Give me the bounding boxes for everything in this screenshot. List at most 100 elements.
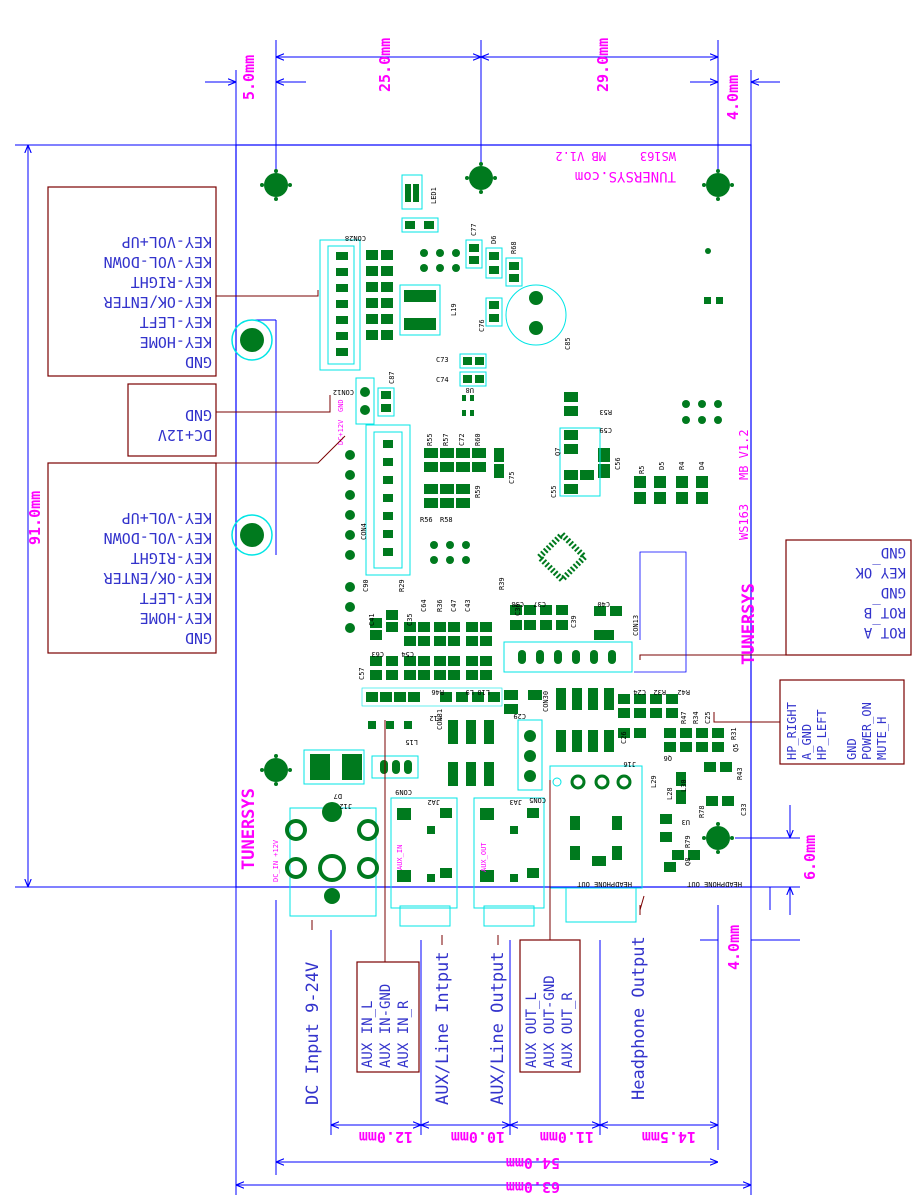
aux-out-0: AUX OUT_L bbox=[524, 992, 540, 1068]
keys-top-5: KEY-HOME bbox=[140, 333, 212, 351]
label-c56: C56 bbox=[614, 457, 622, 470]
callout-keys-bottom bbox=[47, 462, 217, 654]
keys-top-0: KEY-VOL+UP bbox=[122, 233, 212, 251]
callout-keys-top bbox=[47, 186, 217, 377]
label-q6: Q6 bbox=[664, 754, 672, 762]
label-r29: R29 bbox=[398, 579, 406, 592]
label-ja3: JA3 bbox=[509, 798, 522, 806]
label-d6: D6 bbox=[490, 236, 498, 244]
label-c73: C73 bbox=[436, 356, 449, 364]
hp-ctrl-5: MUTE_H bbox=[875, 717, 889, 760]
aux-in-0: AUX IN_L bbox=[360, 1001, 376, 1068]
label-con5: CON5 bbox=[529, 796, 546, 804]
label-hp-out-1: HEADPHONE OUT bbox=[576, 880, 632, 888]
label-c41: C41 bbox=[368, 613, 376, 626]
label-c39: C39 bbox=[570, 615, 578, 628]
port-aux-line-input: AUX/Line Intput bbox=[433, 951, 453, 1105]
dim-bottom-10: 10.0mm bbox=[451, 1128, 505, 1146]
label-r79: R79 bbox=[684, 835, 692, 848]
dim-bottom-54: 54.0mm bbox=[506, 1154, 560, 1172]
label-r43: R43 bbox=[736, 767, 744, 780]
keys-bottom-5: KEY-HOME bbox=[140, 609, 212, 627]
label-r47: R47 bbox=[680, 711, 688, 724]
label-d5: D5 bbox=[658, 462, 666, 470]
label-u3: U3 bbox=[682, 818, 690, 826]
callout-rotary bbox=[785, 539, 912, 656]
label-l28: L28 bbox=[666, 787, 674, 800]
components bbox=[285, 174, 734, 927]
pcb-outline bbox=[235, 144, 752, 888]
label-dc12: DC+12V bbox=[337, 419, 345, 445]
rotary-2: GND bbox=[881, 584, 906, 600]
label-q5: Q5 bbox=[732, 744, 740, 752]
label-c40: C40 bbox=[597, 600, 610, 608]
label-con13: CON13 bbox=[632, 615, 640, 636]
board-version: MB V1.2 bbox=[555, 149, 606, 163]
label-hp-out-2: HEADPHONE OUT bbox=[686, 880, 742, 888]
label-dc-in: DC_IN +12V bbox=[272, 839, 280, 882]
label-r68: R68 bbox=[510, 241, 518, 254]
label-c33: C33 bbox=[740, 803, 748, 816]
hp-ctrl-2: HP_LEFT bbox=[815, 709, 829, 760]
label-con12: CON12 bbox=[333, 388, 354, 396]
label-r4: R4 bbox=[678, 462, 686, 470]
keys-bottom-6: GND bbox=[185, 629, 212, 647]
label-r60: R60 bbox=[474, 433, 482, 446]
label-c43: C43 bbox=[464, 599, 472, 612]
dim-bottom-11: 11.0mm bbox=[540, 1128, 594, 1146]
label-c59: C59 bbox=[599, 426, 612, 434]
label-r78: R78 bbox=[698, 805, 706, 818]
label-r59: R59 bbox=[474, 485, 482, 498]
port-dc-input: DC Input 9-24V bbox=[303, 962, 323, 1105]
label-r31: R31 bbox=[730, 727, 738, 740]
label-aux-in: AUX_IN bbox=[396, 845, 404, 870]
label-r32: R32 bbox=[653, 688, 666, 696]
dimension-lines bbox=[15, 40, 800, 1195]
label-c64: C64 bbox=[420, 599, 428, 612]
board-model: WS163 bbox=[640, 149, 676, 163]
label-ja2: JA2 bbox=[427, 798, 440, 806]
label-aux-out: AUX_OUT bbox=[480, 842, 488, 872]
keys-top-1: KEY-VOL-DOWN bbox=[104, 253, 212, 271]
side-slots bbox=[231, 319, 273, 556]
label-c54: C54 bbox=[401, 650, 414, 658]
dim-right-6: 6.0mm bbox=[801, 835, 819, 880]
dim-top-25: 25.0mm bbox=[376, 38, 394, 92]
label-c55: C55 bbox=[550, 485, 558, 498]
power-0: DC+12V bbox=[158, 426, 212, 444]
label-j12: J12 bbox=[339, 802, 352, 810]
label-c35: C35 bbox=[406, 613, 414, 626]
port-aux-line-output: AUX/Line Output bbox=[488, 951, 508, 1105]
label-c74: C74 bbox=[436, 376, 449, 384]
board-brand-url: TUNERSYS.com bbox=[575, 168, 676, 184]
label-c72: C72 bbox=[458, 433, 466, 446]
hp-ctrl-0: HP_RIGHT bbox=[785, 702, 799, 760]
label-c76: C76 bbox=[478, 319, 486, 332]
label-q7: Q7 bbox=[554, 448, 562, 456]
keys-bottom-1: KEY-VOL-DOWN bbox=[104, 529, 212, 547]
port-headphone-output: Headphone Output bbox=[629, 936, 649, 1100]
label-r5: R5 bbox=[638, 466, 646, 474]
label-r56: R56 bbox=[420, 516, 433, 524]
label-c90: C90 bbox=[362, 579, 370, 592]
dim-bottom-63: 63.0mm bbox=[506, 1178, 560, 1196]
label-r42: R42 bbox=[677, 688, 690, 696]
label-r36: R36 bbox=[436, 599, 444, 612]
label-l12: L12 bbox=[429, 714, 442, 722]
label-r53: R53 bbox=[599, 408, 612, 416]
rotary-3: ROT_B bbox=[864, 604, 906, 620]
label-r34: R34 bbox=[692, 711, 700, 724]
label-con30: CON30 bbox=[542, 691, 550, 712]
callout-power bbox=[127, 383, 217, 457]
label-c75: C75 bbox=[508, 471, 516, 484]
label-c57: C57 bbox=[358, 667, 366, 680]
label-l19: L19 bbox=[450, 303, 458, 316]
label-c24: C24 bbox=[633, 688, 646, 696]
keys-top-3: KEY-OK/ENTER bbox=[103, 293, 212, 311]
label-c36: C36 bbox=[514, 603, 522, 616]
label-c63: C63 bbox=[371, 650, 384, 658]
label-con31: CON31 bbox=[436, 709, 444, 730]
keys-top-6: GND bbox=[185, 353, 212, 371]
label-r39: R39 bbox=[498, 577, 506, 590]
